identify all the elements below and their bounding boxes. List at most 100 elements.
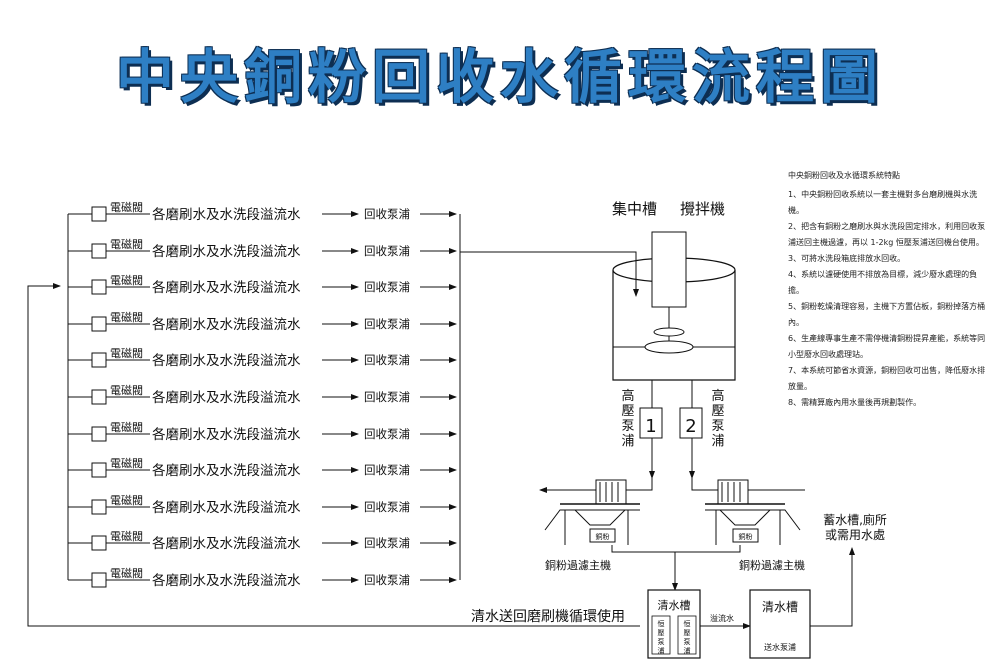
label-char: 浦 (684, 646, 691, 655)
overflow-source-label: 各磨刷水及水洗段溢流水 (152, 427, 301, 443)
copper-filter-left: 銅粉 (539, 478, 653, 545)
label-char: 壓 (621, 404, 634, 419)
recovery-pump-label: 回收泵浦 (364, 463, 410, 477)
return-label: 清水送回磨刷機循環使用 (471, 608, 625, 625)
input-row: 電磁閥各磨刷水及水洗段溢流水回收泵浦 (68, 494, 457, 516)
label-char: 浦 (621, 434, 634, 449)
recovery-pump-label: 回收泵浦 (364, 317, 410, 331)
input-row: 電磁閥各磨刷水及水洗段溢流水 回收泵浦 (68, 421, 457, 443)
storage-label-line1: 蓄水槽,廁所 (823, 512, 887, 527)
input-row: 電磁閥各磨刷水及水洗段溢流水 回收泵浦 (68, 384, 457, 406)
note-item: 2、把含有銅粉之磨刷水與水洗段固定排水，利用回收泵浦送回主機過濾，再以 1-2k… (788, 222, 986, 247)
solenoid-valve (91, 462, 107, 478)
recovery-pump-label: 回收泵浦 (364, 427, 410, 441)
filter-left-label: 銅粉過濾主機 (545, 558, 611, 572)
overflow-source-label: 各磨刷水及水洗段溢流水 (152, 280, 301, 296)
collect-tank-label: 集中槽 (612, 200, 657, 218)
solenoid-valve (91, 352, 107, 368)
label-char: 壓 (658, 629, 665, 637)
recovery-pump-label: 回收泵浦 (364, 244, 410, 258)
note-item: 7、本系統可節省水資源，銅粉回收可出售，降低廢水排放量。 (788, 366, 986, 391)
notes-list: 1、中央銅粉回收系統以一套主機對多台磨刷機與水洗機。 2、把含有銅粉之磨刷水與水洗… (788, 187, 993, 411)
cp-pump-2 (677, 615, 697, 655)
hp-pump-2 (679, 407, 703, 439)
solenoid-valve (91, 389, 107, 405)
label-char: 壓 (711, 404, 724, 419)
solenoid-valve (91, 243, 107, 259)
mixer-motor (651, 231, 687, 308)
input-row: 電磁閥各磨刷水及水洗段溢流水 回收泵浦 (68, 567, 457, 589)
input-row: 電磁閥各磨刷水及水洗段溢流水 回收泵浦 (68, 274, 457, 296)
valve-label: 電磁閥 (110, 457, 143, 470)
note-item: 5、銅粉乾燥清理容易，主機下方置佔板，銅粉掉落方桶內。 (788, 302, 986, 327)
collect-tank (612, 231, 736, 381)
clear-tank-1-label: 清水槽 (658, 599, 691, 612)
note-item: 3、可將水洗段箱底排放水回收。 (788, 254, 906, 263)
diagram-title: 中央銅粉回收水循環流程圖 (115, 43, 884, 111)
label-char: 恒 (684, 619, 691, 628)
valve-label: 電磁閥 (110, 238, 143, 251)
input-row: 電磁閥各磨刷水及水洗段溢流水回收泵浦 (68, 347, 457, 369)
solenoid-valve (91, 535, 107, 551)
input-row: 電磁閥各磨刷水及水洗段溢流水 回收泵浦 (68, 530, 457, 552)
recovery-pump-label: 回收泵浦 (364, 353, 410, 367)
label-char: 高 (621, 388, 634, 404)
overflow-source-label: 各磨刷水及水洗段溢流水 (152, 317, 301, 333)
clear-tank-2 (749, 589, 811, 659)
valve-label: 電磁閥 (110, 494, 143, 507)
cp-pump-1-label: 恒壓泵浦 (658, 619, 665, 655)
label-char: 泵 (658, 638, 665, 646)
note-item: 6、生產線專事生產不需停機清銅粉提昇產能，系統等同小型廢水回收處理站。 (788, 334, 986, 359)
storage-label-line2: 或需用水處 (825, 528, 885, 542)
input-row: 電磁閥各磨刷水及水洗段溢流水 回收泵浦 (68, 311, 457, 333)
valve-label: 電磁閥 (110, 567, 143, 580)
solenoid-valve (91, 206, 107, 222)
input-row: 電磁閥各磨刷水及水洗段溢流水 回收泵浦 (68, 457, 457, 479)
recovery-pump-label: 回收泵浦 (364, 573, 410, 587)
label-char: 恒 (658, 619, 665, 628)
overflow-source-label: 各磨刷水及水洗段溢流水 (152, 353, 301, 369)
valve-label: 電磁閥 (110, 274, 143, 287)
mixer-label: 攪拌機 (680, 200, 725, 218)
copper-bin-left-tag: 銅粉 (596, 532, 610, 541)
valve-label: 電磁閥 (110, 421, 143, 434)
valve-label: 電磁閥 (110, 530, 143, 543)
label-char: 泵 (711, 419, 724, 434)
clear-tank-2-label: 清水槽 (762, 600, 798, 614)
label-char: 高 (711, 388, 724, 404)
overflow-source-label: 各磨刷水及水洗段溢流水 (152, 536, 301, 552)
valve-label: 電磁閥 (110, 384, 143, 397)
copper-filter-right: 銅粉 (691, 478, 805, 545)
label-char: 浦 (658, 646, 665, 655)
valve-label: 電磁閥 (110, 311, 143, 324)
solenoid-valve (91, 426, 107, 442)
solenoid-valve (91, 279, 107, 295)
overflow-label: 溢流水 (710, 613, 734, 623)
recovery-pump-label: 回收泵浦 (364, 536, 410, 550)
overflow-source-label: 各磨刷水及水洗段溢流水 (152, 244, 301, 260)
recovery-pump-label: 回收泵浦 (364, 280, 410, 294)
cp-pump-1 (651, 615, 671, 655)
delivery-pump-label: 送水泵浦 (764, 642, 796, 652)
mixer-blade (653, 327, 685, 337)
label-char: 泵 (621, 419, 634, 434)
solenoid-valve (91, 316, 107, 332)
note-item: 1、中央銅粉回收系統以一套主機對多台磨刷機與水洗機。 (788, 190, 978, 215)
input-row: 電磁閥各磨刷水及水洗段溢流水 回收泵浦 (68, 238, 457, 260)
input-rows: 電磁閥各磨刷水及水洗段溢流水回收泵浦電磁閥各磨刷水及水洗段溢流水回收泵浦電磁閥各… (67, 201, 461, 589)
overflow-source-label: 各磨刷水及水洗段溢流水 (152, 463, 301, 479)
hp-pump-2-number: 2 (685, 416, 696, 437)
hp-pump-1-number: 1 (645, 416, 656, 437)
label-char: 泵 (684, 638, 691, 646)
overflow-source-label: 各磨刷水及水洗段溢流水 (152, 573, 301, 589)
recovery-pump-label: 回收泵浦 (364, 390, 410, 404)
filter-right-label: 銅粉過濾主機 (739, 558, 805, 572)
solenoid-valve (91, 572, 107, 588)
overflow-source-label: 各磨刷水及水洗段溢流水 (152, 207, 301, 223)
valve-label: 電磁閥 (110, 201, 143, 214)
note-item: 8、需精算廠內用水量後再規劃製作。 (788, 398, 922, 407)
overflow-source-label: 各磨刷水及水洗段溢流水 (152, 390, 301, 406)
